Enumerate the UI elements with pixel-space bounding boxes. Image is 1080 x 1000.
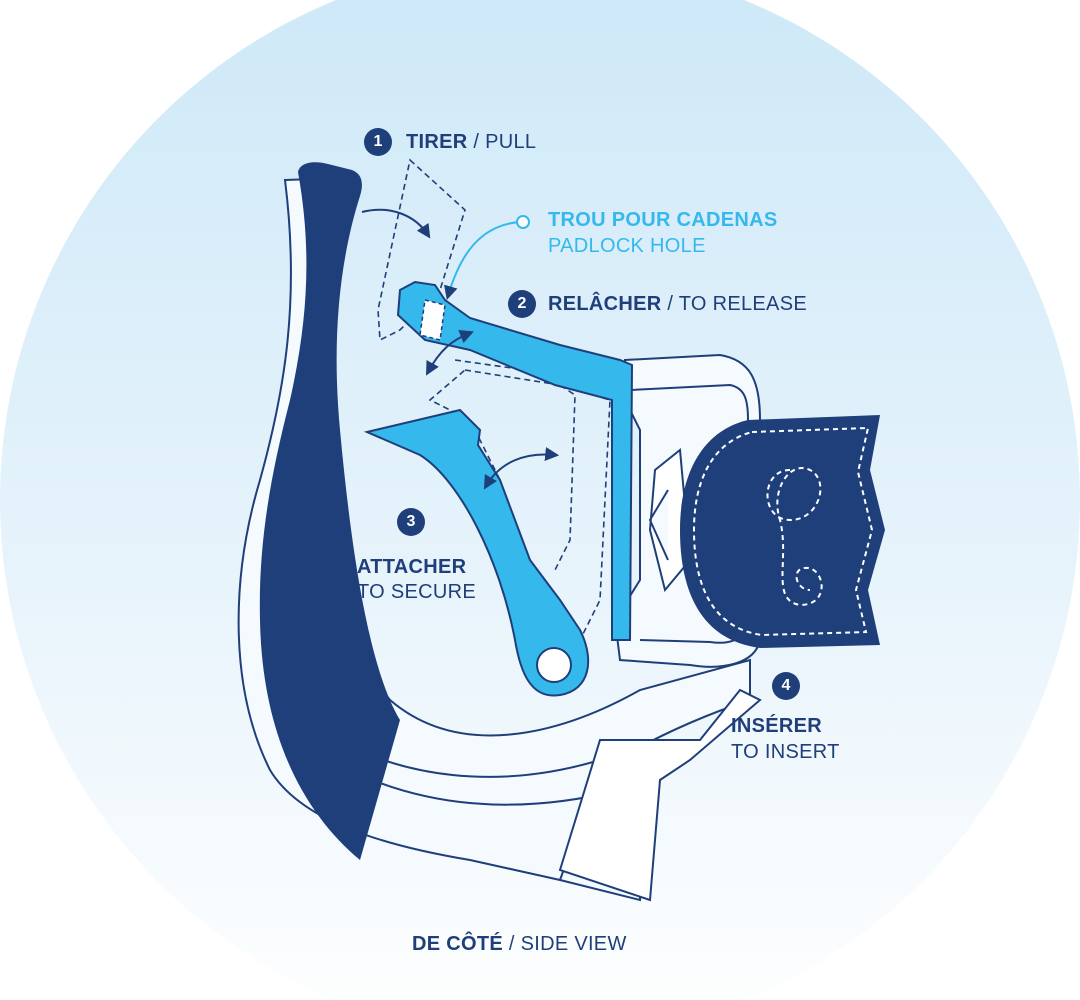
step-1-label-en: PULL	[485, 131, 537, 153]
ghost-hook-outline-2	[454, 359, 576, 571]
step-3-label-en: TO SECURE	[357, 581, 477, 603]
lower-hook	[363, 408, 590, 697]
arrow-icon	[425, 330, 474, 376]
padlock-leader-line	[444, 221, 521, 301]
side-plate	[259, 162, 400, 860]
padlock-label-fr: TROU POUR CADENAS	[548, 209, 778, 231]
step-1-badge: 1	[364, 128, 392, 156]
step-4-label-fr: INSÉRER	[731, 715, 823, 737]
step-3-badge: 3	[397, 508, 425, 536]
caption-en: SIDE VIEW	[520, 933, 627, 955]
padlock-leader-dot	[516, 215, 530, 229]
arrow-icon	[361, 208, 431, 239]
caption-separator: /	[503, 933, 521, 955]
step-2-badge: 2	[508, 290, 536, 318]
housing-notch	[648, 448, 692, 593]
step-3-label-fr: ATTACHER	[357, 556, 467, 578]
padlock-label-en: PADLOCK HOLE	[548, 235, 706, 257]
bottom-bracket	[558, 688, 762, 902]
inner-shelf-lines	[319, 729, 651, 901]
padlock-hole-icon	[419, 299, 446, 341]
ghost-lever-outline	[377, 158, 466, 342]
arrow-icon	[483, 447, 560, 490]
step-1-label: TIRER / PULL	[406, 130, 536, 154]
step-4-badge: 4	[772, 672, 800, 700]
hook-pivot-hole	[536, 647, 572, 683]
step-2-label-fr: RELÂCHER	[548, 293, 662, 315]
logo-icon	[766, 467, 823, 607]
step-4-label-en: TO INSERT	[731, 741, 840, 763]
caption: DE CÔTÉ / SIDE VIEW	[412, 932, 627, 956]
caption-fr: DE CÔTÉ	[412, 933, 503, 955]
step-1-separator: /	[467, 131, 486, 153]
step-1-label-fr: TIRER	[406, 131, 468, 153]
step-2-label-en: TO RELEASE	[678, 293, 807, 315]
step-2-label: RELÂCHER / TO RELEASE	[548, 292, 807, 316]
step-2-separator: /	[661, 293, 679, 315]
